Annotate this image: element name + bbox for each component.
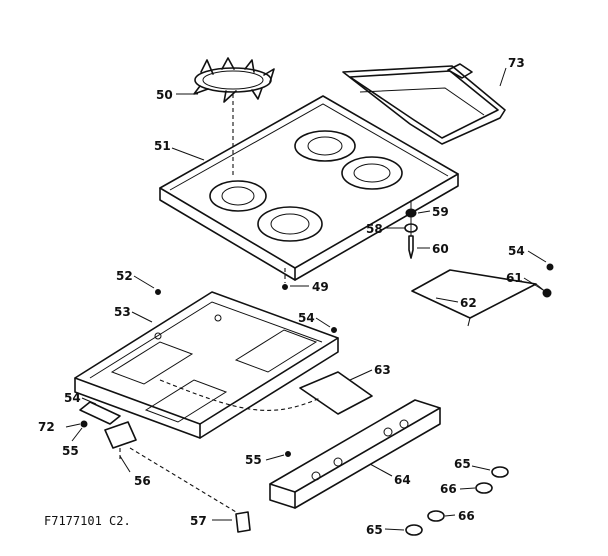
callout-55-left: 55 bbox=[62, 444, 79, 458]
callout-54-lower: 54 bbox=[64, 391, 81, 405]
part-64-rail bbox=[269, 399, 441, 509]
part-57-connector bbox=[129, 447, 251, 533]
part-66-bezel-lower bbox=[427, 510, 445, 522]
callout-49: 49 bbox=[312, 280, 329, 294]
part-72-bracket bbox=[79, 401, 121, 425]
callout-50: 50 bbox=[156, 88, 173, 102]
callout-56: 56 bbox=[134, 474, 151, 488]
part-50-grate bbox=[193, 57, 275, 178]
part-53-burner-box bbox=[74, 291, 339, 439]
callout-54-upper: 54 bbox=[508, 244, 525, 258]
part-61-clip bbox=[535, 283, 552, 298]
part-65-knob-lower bbox=[405, 524, 423, 536]
part-65-knob-upper bbox=[491, 466, 509, 478]
leader-lines bbox=[65, 67, 547, 531]
callout-66-lower: 66 bbox=[458, 509, 475, 523]
callout-65-upper: 65 bbox=[454, 457, 471, 471]
drawing-code: F7177101 C2. bbox=[44, 514, 131, 528]
callout-65-lower: 65 bbox=[366, 523, 383, 537]
callout-59: 59 bbox=[432, 205, 449, 219]
part-54-screw-middle bbox=[331, 327, 337, 333]
callout-66-upper: 66 bbox=[440, 482, 457, 496]
part-55-screw-right bbox=[285, 451, 291, 457]
callout-64: 64 bbox=[394, 473, 411, 487]
callout-58: 58 bbox=[366, 222, 383, 236]
callout-57: 57 bbox=[190, 514, 207, 528]
callout-51: 51 bbox=[154, 139, 171, 153]
part-66-bezel-upper bbox=[475, 482, 493, 494]
part-54-screw-upper bbox=[546, 263, 554, 271]
callout-61: 61 bbox=[506, 271, 523, 285]
callout-62: 62 bbox=[460, 296, 477, 310]
part-63-venturi bbox=[159, 371, 373, 415]
callout-72: 72 bbox=[38, 420, 55, 434]
callout-55-right: 55 bbox=[245, 453, 262, 467]
part-55-screw-left bbox=[80, 420, 88, 428]
part-60-valve-stem bbox=[408, 200, 414, 259]
part-52-screw bbox=[155, 289, 161, 295]
callout-54-middle: 54 bbox=[298, 311, 315, 325]
callout-60: 60 bbox=[432, 242, 449, 256]
part-51-cooktop bbox=[159, 95, 459, 281]
callout-labels: 73 50 51 59 58 60 54 61 62 52 49 53 54 6… bbox=[38, 56, 525, 537]
part-49-screw bbox=[282, 268, 288, 290]
callout-63: 63 bbox=[374, 363, 391, 377]
part-73-cover bbox=[342, 63, 506, 145]
callout-73: 73 bbox=[508, 56, 525, 70]
callout-53: 53 bbox=[114, 305, 131, 319]
callout-52: 52 bbox=[116, 269, 133, 283]
part-56-igniter bbox=[104, 421, 137, 462]
